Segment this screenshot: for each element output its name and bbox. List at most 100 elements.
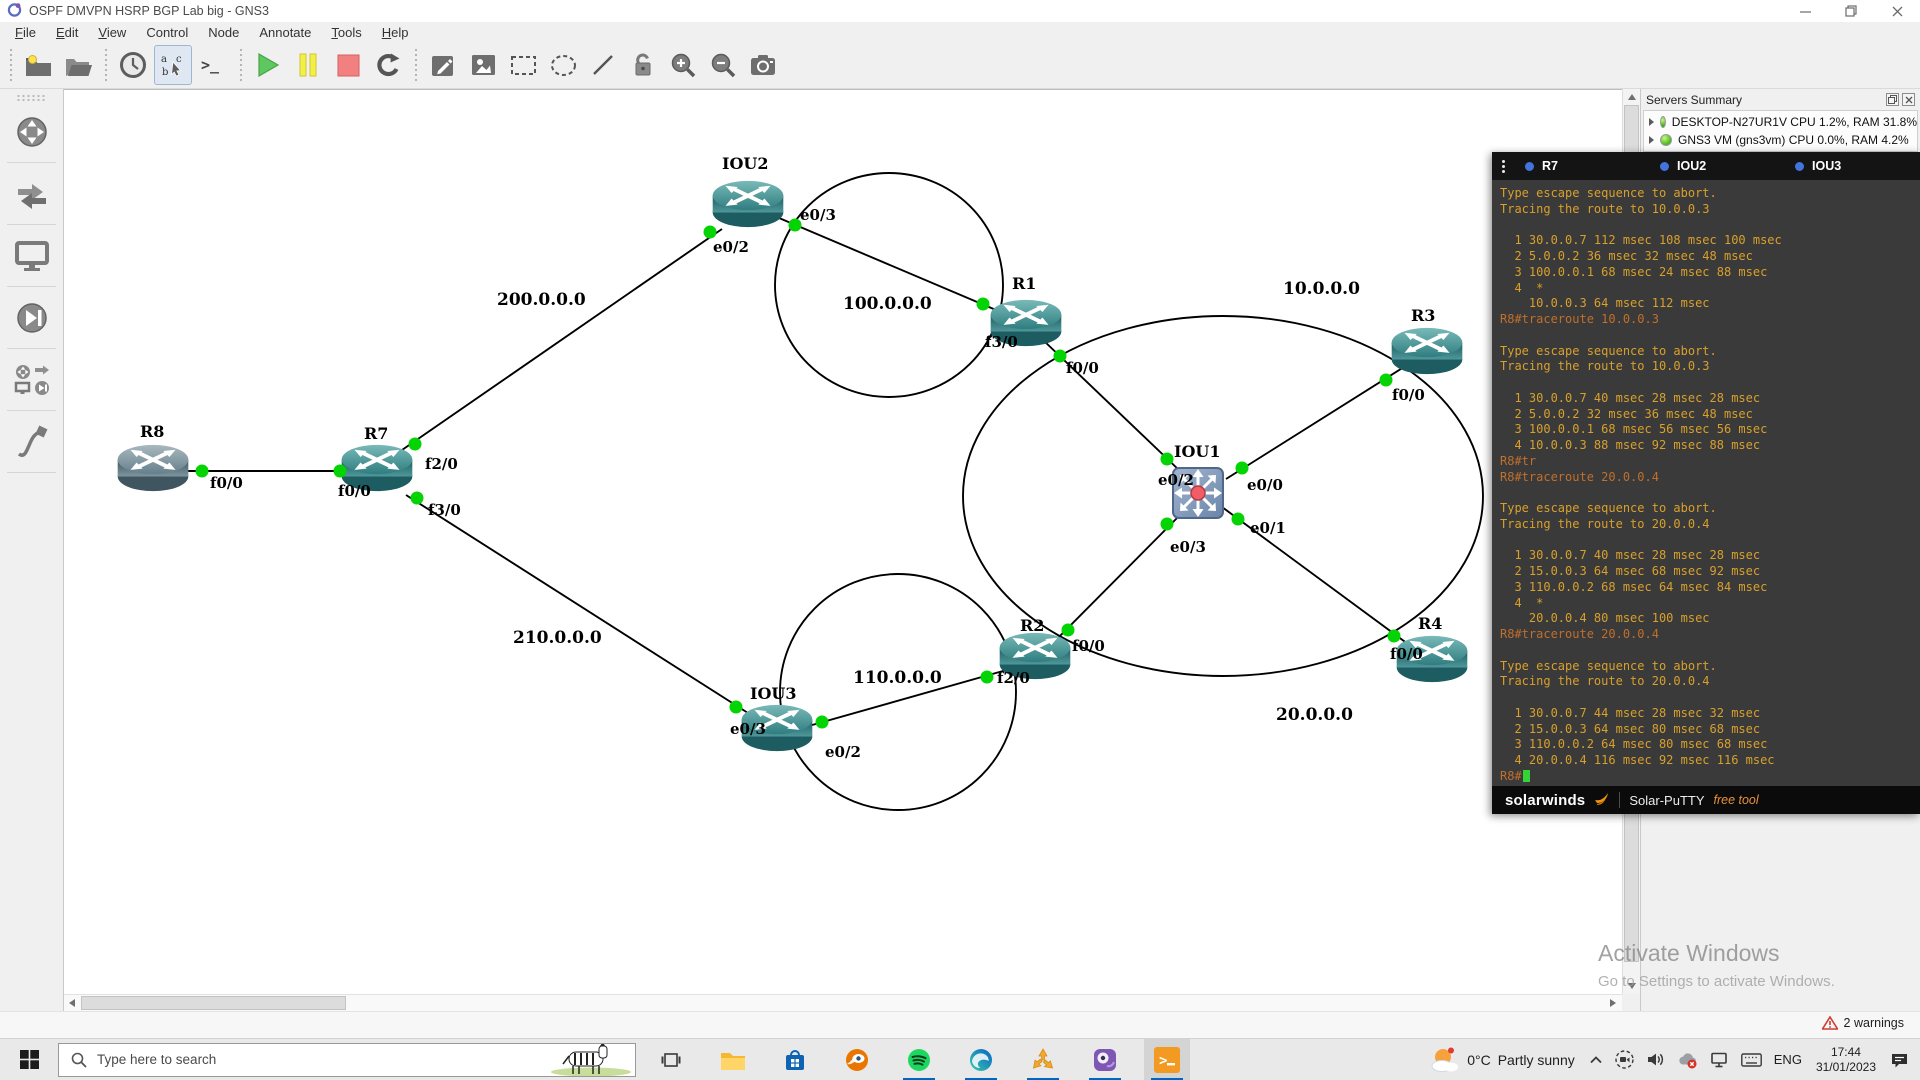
suspend-button[interactable] <box>289 45 327 85</box>
add-link-button[interactable] <box>0 413 63 470</box>
start-menu-button[interactable] <box>0 1039 58 1080</box>
menu-help[interactable]: Help <box>381 24 409 40</box>
taskbar-clock[interactable]: 17:44 31/01/2023 <box>1808 1045 1884 1075</box>
solar-putty-taskbar-icon[interactable]: > <box>1144 1038 1190 1080</box>
draw-line-button[interactable] <box>584 45 622 85</box>
toolbar-grip <box>7 48 14 82</box>
horizontal-scroll-thumb[interactable] <box>81 996 346 1010</box>
expand-arrow-icon[interactable] <box>1649 118 1654 126</box>
terminal-line: Tracing the route to 10.0.0.3 <box>1500 201 1710 216</box>
file-explorer-icon[interactable] <box>710 1039 756 1080</box>
link[interactable] <box>1049 510 1185 647</box>
scroll-left-arrow[interactable] <box>65 996 79 1010</box>
tray-chevron-icon[interactable] <box>1583 1039 1609 1080</box>
menu-annotate[interactable]: Annotate <box>259 24 312 40</box>
link[interactable] <box>797 668 1011 730</box>
menu-control[interactable]: Control <box>146 24 189 40</box>
zoom-out-button[interactable] <box>704 45 742 85</box>
canvas-horizontal-scrollbar[interactable] <box>64 994 1622 1011</box>
link[interactable] <box>771 214 997 311</box>
meet-now-icon[interactable] <box>1609 1039 1640 1080</box>
console-button[interactable]: >_ <box>194 45 232 85</box>
menu-file[interactable]: File <box>15 24 36 40</box>
gns3-taskbar-icon[interactable] <box>1020 1039 1066 1080</box>
menu-view[interactable]: View <box>98 24 127 40</box>
minimize-button[interactable] <box>1782 0 1828 22</box>
lock-button[interactable] <box>624 45 662 85</box>
reload-button[interactable] <box>369 45 407 85</box>
terminal-output[interactable]: Type escape sequence to abort.Tracing th… <box>1492 180 1920 786</box>
browse-end-devices-button[interactable] <box>0 227 63 284</box>
expand-arrow-icon[interactable] <box>1649 136 1654 144</box>
terminal-tab-iou3[interactable]: IOU3 <box>1785 159 1920 173</box>
solarwinds-brand: solarwinds <box>1505 791 1586 809</box>
link[interactable] <box>1225 366 1405 480</box>
network-label: 20.0.0.0 <box>1276 705 1353 725</box>
onedrive-error-icon[interactable] <box>1671 1039 1704 1080</box>
server-row[interactable]: DESKTOP-N27UR1V CPU 1.2%, RAM 31.8% <box>1644 113 1917 131</box>
menu-tools[interactable]: Tools <box>331 24 362 40</box>
language-indicator[interactable]: ENG <box>1768 1039 1808 1080</box>
draw-ellipse-button[interactable] <box>544 45 582 85</box>
edge-icon[interactable] <box>958 1039 1004 1080</box>
menu-edit[interactable]: Edit <box>55 24 79 40</box>
search-placeholder: Type here to search <box>97 1052 217 1067</box>
node-R3[interactable] <box>1389 325 1465 377</box>
terminal-menu-icon[interactable] <box>1492 152 1515 180</box>
free-tool-label: free tool <box>1713 793 1759 807</box>
server-row[interactable]: GNS3 VM (gns3vm) CPU 0.0%, RAM 4.2% <box>1644 131 1917 149</box>
spotify-icon[interactable] <box>896 1039 942 1080</box>
blender-icon[interactable] <box>834 1039 880 1080</box>
warnings-indicator[interactable]: 2 warnings <box>1821 1016 1904 1030</box>
link[interactable] <box>1221 506 1413 648</box>
browse-switches-button[interactable] <box>0 165 63 222</box>
open-project-button[interactable] <box>59 45 97 85</box>
volume-icon[interactable] <box>1640 1039 1671 1080</box>
node-IOU2[interactable] <box>710 178 786 230</box>
restore-button[interactable] <box>1828 0 1874 22</box>
search-highlight-zebra-image[interactable] <box>541 1041 633 1076</box>
touch-keyboard-icon[interactable] <box>1735 1039 1768 1080</box>
stop-button[interactable] <box>329 45 367 85</box>
network-ellipse[interactable] <box>779 573 1017 811</box>
network-label: 210.0.0.0 <box>513 628 602 648</box>
screenshot-button[interactable] <box>744 45 782 85</box>
float-panel-icon[interactable] <box>1886 93 1899 106</box>
purple-app-icon[interactable] <box>1082 1039 1128 1080</box>
palette-grip[interactable] <box>16 94 47 101</box>
network-icon[interactable] <box>1704 1039 1735 1080</box>
browse-routers-button[interactable] <box>0 103 63 160</box>
link[interactable] <box>1042 339 1181 472</box>
start-button[interactable] <box>249 45 287 85</box>
link[interactable] <box>401 228 723 451</box>
snapshot-button[interactable] <box>114 45 152 85</box>
insert-image-button[interactable] <box>464 45 502 85</box>
menu-node[interactable]: Node <box>208 24 240 40</box>
browse-all-devices-button[interactable] <box>0 351 63 408</box>
notification-center-icon[interactable] <box>1884 1039 1920 1080</box>
scroll-down-arrow[interactable] <box>1624 978 1639 993</box>
scroll-up-arrow[interactable] <box>1624 89 1639 104</box>
new-project-button[interactable] <box>19 45 57 85</box>
close-panel-icon[interactable] <box>1902 93 1915 106</box>
task-view-button[interactable] <box>648 1039 694 1080</box>
link[interactable] <box>405 494 749 714</box>
terminal-line <box>1500 328 1920 344</box>
network-ellipse[interactable] <box>774 172 1004 398</box>
weather-widget[interactable]: 0°C Partly sunny <box>1422 1046 1583 1073</box>
close-button[interactable] <box>1874 0 1920 22</box>
browse-security-devices-button[interactable] <box>0 289 63 346</box>
microsoft-store-icon[interactable] <box>772 1039 818 1080</box>
terminal-tab-r7[interactable]: R7 <box>1515 159 1650 173</box>
scroll-right-arrow[interactable] <box>1606 996 1620 1010</box>
zoom-in-button[interactable] <box>664 45 702 85</box>
terminal-tab-iou2[interactable]: IOU2 <box>1650 159 1785 173</box>
taskbar-search-input[interactable]: Type here to search <box>58 1041 636 1077</box>
draw-rectangle-button[interactable] <box>504 45 542 85</box>
node-R8[interactable] <box>115 442 191 494</box>
add-note-button[interactable] <box>424 45 462 85</box>
network-ellipse[interactable] <box>962 315 1484 677</box>
